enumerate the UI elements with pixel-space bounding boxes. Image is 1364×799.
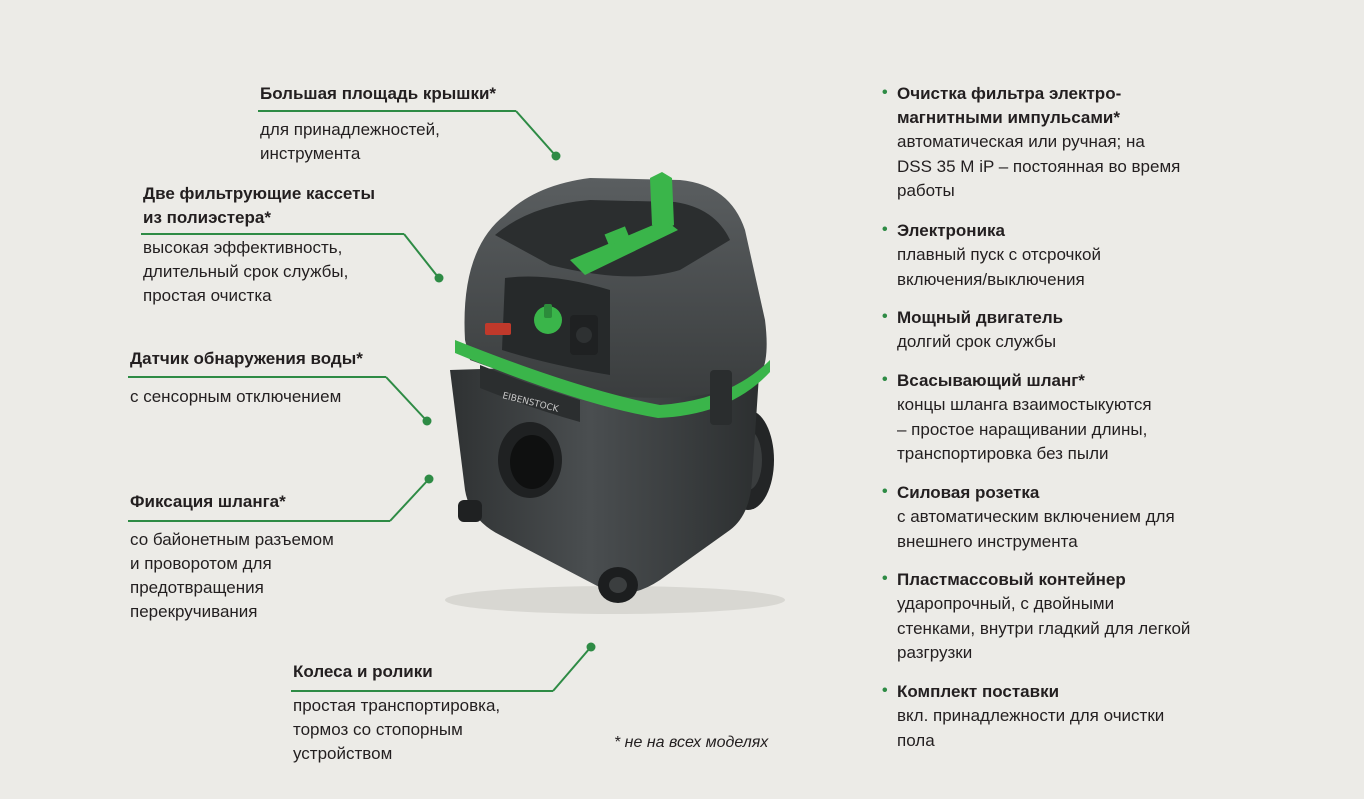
feature-power-socket-desc: с автоматическим включением для внешнего… xyxy=(897,507,1175,551)
callout-filters-desc: высокая эффективность, длительный срок с… xyxy=(143,238,349,305)
feature-electronics: • Электроника плавный пуск с отсрочкой в… xyxy=(882,219,1242,292)
feature-container-title: Пластмассовый контейнер xyxy=(897,570,1126,589)
feature-delivery-set-title: Комплект поставки xyxy=(897,682,1060,701)
callout-water-sensor: Датчик обнаружения воды* с сенсорным отк… xyxy=(130,347,363,409)
hose-inlet xyxy=(498,422,562,498)
feature-container-desc: ударопрочный, с двойными стенками, внутр… xyxy=(897,594,1191,662)
callout-hose-lock-title: Фиксация шланга* xyxy=(130,492,286,511)
feature-power-socket-title: Силовая розетка xyxy=(897,483,1040,502)
feature-suction-hose-title: Всасывающий шланг* xyxy=(897,371,1085,390)
callout-lid-rule xyxy=(258,110,516,112)
feature-motor: • Мощный двигатель долгий срок службы xyxy=(882,306,1242,355)
callout-hose-lock-rule xyxy=(128,520,390,522)
callout-filters: Две фильтрующие кассеты из полиэстера* в… xyxy=(143,182,375,308)
leader-dot xyxy=(551,151,561,161)
feature-container: • Пластмассовый контейнер ударопрочный, … xyxy=(882,568,1242,666)
front-wheel-right xyxy=(598,567,638,603)
feature-electronics-desc: плавный пуск с отсрочкой включения/выклю… xyxy=(897,245,1101,289)
callout-lid-desc: для принадлежностей, инструмента xyxy=(260,120,440,163)
feature-delivery-set: • Комплект поставки вкл. принадлежности … xyxy=(882,680,1242,753)
leader-dot xyxy=(424,474,434,484)
callout-wheels-title: Колеса и ролики xyxy=(293,662,433,681)
callout-lid: Большая площадь крышки* для принадлежнос… xyxy=(260,82,496,166)
power-knob xyxy=(534,306,562,334)
callout-wheels: Колеса и ролики простая транспортировка,… xyxy=(293,660,500,766)
callout-lid-title: Большая площадь крышки* xyxy=(260,84,497,103)
feature-filter-cleaning-desc: автоматическая или ручная; на DSS 35 M i… xyxy=(897,132,1181,200)
callout-hose-lock: Фиксация шланга* со байонетным разъемом … xyxy=(130,490,334,624)
container-lower xyxy=(450,360,760,594)
feature-suction-hose-desc: концы шланга взаимостыкуются – простое н… xyxy=(897,395,1152,463)
feature-filter-cleaning-title: Очистка фильтра электро- магнитными импу… xyxy=(897,84,1122,127)
feature-electronics-title: Электроника xyxy=(897,221,1005,240)
feature-filter-cleaning: • Очистка фильтра электро- магнитными им… xyxy=(882,82,1242,204)
feature-power-socket: • Силовая розетка с автоматическим включ… xyxy=(882,481,1242,554)
leader-dot xyxy=(422,416,432,426)
callout-filters-title: Две фильтрующие кассеты из полиэстера* xyxy=(143,184,375,227)
callout-water-sensor-desc: с сенсорным отключением xyxy=(130,387,342,406)
footnote: * не на всех моделях xyxy=(614,734,769,751)
feature-delivery-set-desc: вкл. принадлежности для очистки пола xyxy=(897,706,1165,750)
leader-dot xyxy=(586,642,596,652)
callout-wheels-desc: простая транспортировка, тормоз со стопо… xyxy=(293,696,501,763)
handle xyxy=(570,172,678,275)
feature-suction-hose: • Всасывающий шланг* концы шланга взаимо… xyxy=(882,369,1242,467)
feature-motor-desc: долгий срок службы xyxy=(897,332,1057,351)
callout-filters-rule xyxy=(141,233,404,235)
power-socket xyxy=(570,315,598,355)
callout-water-sensor-title: Датчик обнаружения воды* xyxy=(130,349,363,368)
callout-wheels-rule xyxy=(291,690,553,692)
callout-water-sensor-rule xyxy=(128,376,386,378)
callout-hose-lock-desc: со байонетным разъемом и проворотом для … xyxy=(130,530,334,621)
vacuum-cleaner-image: EIBENSTOCK xyxy=(445,172,785,614)
feature-motor-title: Мощный двигатель xyxy=(897,308,1064,327)
green-band xyxy=(455,340,770,418)
leader-dot xyxy=(434,273,444,283)
front-wheel-left xyxy=(458,500,482,522)
